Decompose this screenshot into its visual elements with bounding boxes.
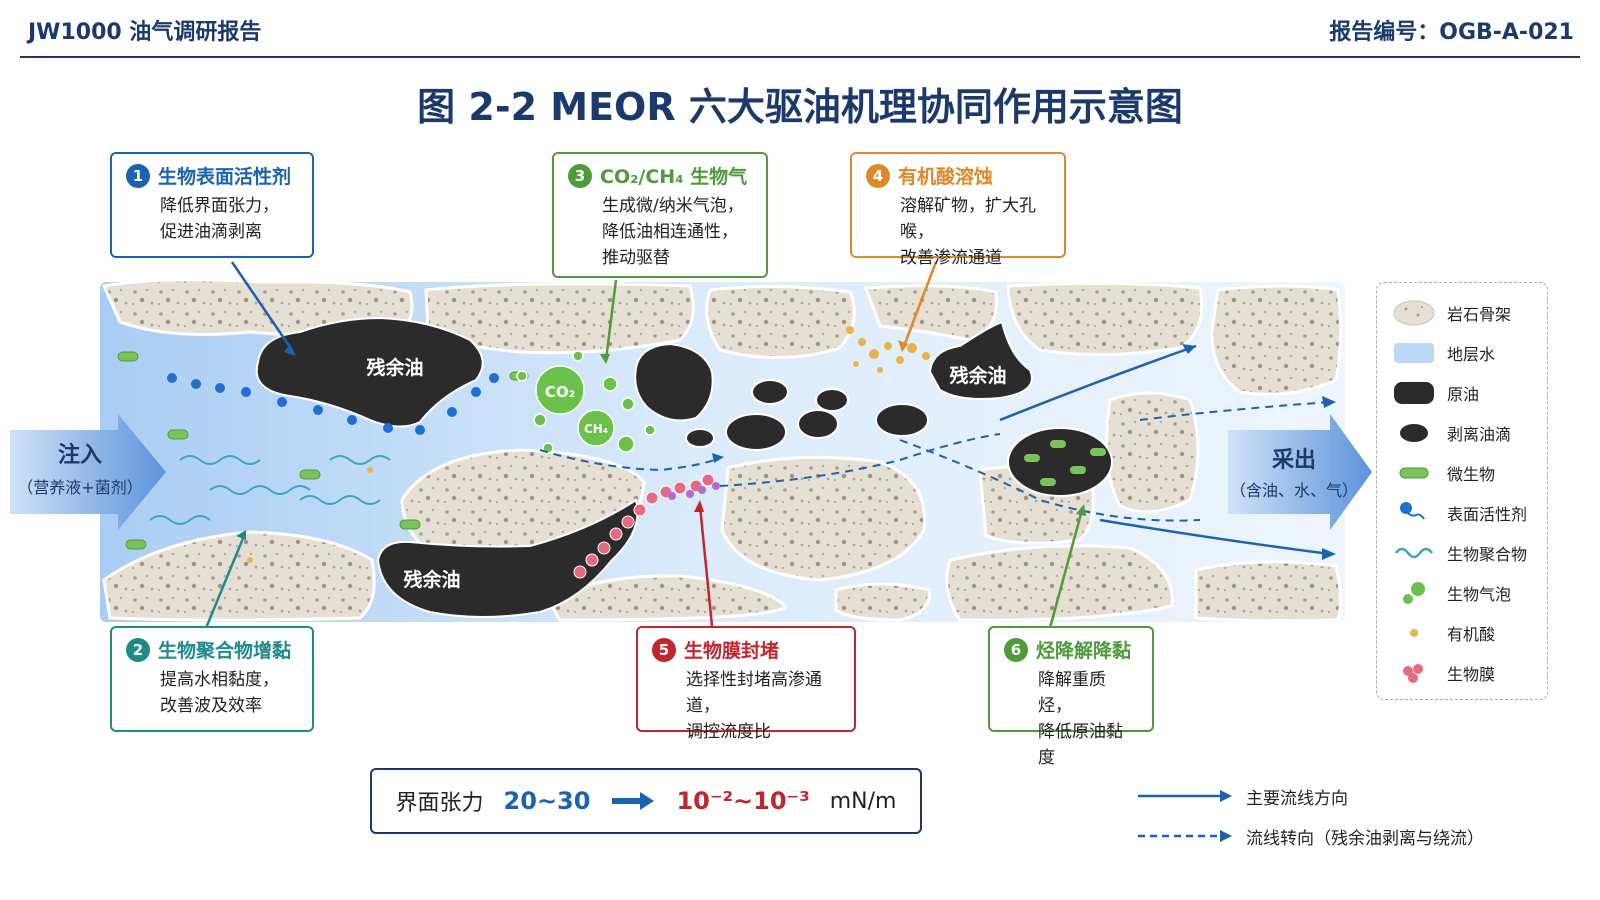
ch4-bubble-label: CH₄ <box>584 422 608 436</box>
mechanism-card-3-biogas: 3 CO₂/CH₄ 生物气 生成微/纳米气泡，降低油相连通性，推动驱替 <box>552 152 768 278</box>
solid-arrow-icon <box>1138 790 1232 802</box>
porous-media-diagram: 残余油 残余油 残余油 <box>10 261 1372 629</box>
mechanism-number-badge: 5 <box>652 637 676 662</box>
ift-unit: mN/m <box>829 788 897 814</box>
arrow-right-icon <box>612 792 655 810</box>
dashed-arrow-icon <box>1138 830 1232 842</box>
legend-item-crude-oil: 原油 <box>1391 375 1479 411</box>
legend-item-microbe: 微生物 <box>1391 455 1495 491</box>
production-label: 采出 <box>1272 448 1316 473</box>
mechanism-title: 有机酸溶蚀 <box>898 166 994 188</box>
ift-label: 界面张力 <box>395 791 484 816</box>
injection-arrow <box>10 414 166 530</box>
symbol-legend: 岩石骨架 地层水 原油 剥离油滴 微生物 表面活性剂 生物聚合物 生物气泡 有机… <box>1376 282 1548 700</box>
mechanism-number-badge: 2 <box>126 637 150 662</box>
degraded-oil-cluster <box>1007 427 1113 497</box>
legend-item-oil-droplet: 剥离油滴 <box>1391 415 1511 451</box>
flow-legend-diverted: 流线转向（残余油剥离与绕流） <box>1136 816 1484 856</box>
mechanism-description: 生成微/纳米气泡，降低油相连通性，推动驱替 <box>602 196 744 268</box>
mechanism-number-badge: 1 <box>126 163 150 188</box>
gas-bubble-icon <box>1403 582 1425 604</box>
biopolymer-icon <box>1395 547 1433 559</box>
figure-title: 图 2-2 MEOR 六大驱油机理协同作用示意图 <box>417 85 1183 129</box>
mechanism-description: 降低界面张力，促进油滴剥离 <box>160 196 279 242</box>
biosurfactant-molecules <box>167 373 499 435</box>
microbes <box>117 351 529 550</box>
residual-oil-blobs <box>255 316 1033 618</box>
legend-item-surfactant: 表面活性剂 <box>1391 495 1527 531</box>
interfacial-tension-box: 界面张力 20~30 10⁻²~10⁻³ mN/m <box>370 768 922 834</box>
crude-oil-icon <box>1394 382 1434 404</box>
legend-item-biopolymer: 生物聚合物 <box>1391 535 1527 571</box>
microbe-icon <box>1399 467 1429 479</box>
ift-initial-value: 20~30 <box>503 787 591 815</box>
report-number: 报告编号：OGB-A-021 <box>1329 20 1574 45</box>
flow-arrowheads <box>712 344 1336 560</box>
biopolymer-strands <box>149 455 391 525</box>
callout-pointers <box>204 261 1084 629</box>
diverted-flow-lines <box>539 401 1331 522</box>
legend-item-biofilm: 生物膜 <box>1391 655 1495 691</box>
mechanism-card-1-biosurfactant: 1 生物表面活性剂 降低界面张力，促进油滴剥离 <box>110 152 314 258</box>
mechanism-card-5-biofilm: 5 生物膜封堵 选择性封堵高渗通道，调控流度比 <box>636 626 856 742</box>
mechanism-title: 烃降解降黏 <box>1036 640 1132 662</box>
organic-acid-icon <box>1410 629 1418 637</box>
callout-pointer-heads <box>236 340 1086 540</box>
mechanism-title: 生物聚合物增黏 <box>158 640 292 662</box>
mechanism-description: 选择性封堵高渗通道，调控流度比 <box>686 670 822 742</box>
legend-item-water: 地层水 <box>1391 335 1495 371</box>
legend-item-organic-acid: 有机酸 <box>1391 615 1495 651</box>
flow-line-legend: 主要流线方向 流线转向（残余油剥离与绕流） <box>1136 776 1484 856</box>
biogas-bubbles <box>516 350 656 454</box>
injection-sublabel: （营养液+菌剂） <box>17 478 142 497</box>
mechanism-title: 生物膜封堵 <box>684 640 780 662</box>
mechanism-card-6-hydrocarbon-degradation: 6 烃降解降黏 降解重质烃，降低原油黏度 <box>988 626 1154 768</box>
mechanism-description: 降解重质烃，降低原油黏度 <box>1038 670 1123 768</box>
mechanism-number-badge: 6 <box>1004 637 1028 662</box>
report-header: JW1000 油气调研报告 报告编号：OGB-A-021 <box>20 0 1580 58</box>
injection-label: 注入 <box>58 442 102 468</box>
production-sublabel: （含油、水、气） <box>1230 481 1358 500</box>
main-flow-lines <box>999 344 1331 556</box>
mechanism-description: 溶解矿物，扩大孔喉，改善渗流通道 <box>900 196 1036 268</box>
mechanism-title: CO₂/CH₄ 生物气 <box>600 166 748 188</box>
formation-water-icon <box>1394 343 1434 363</box>
mechanism-card-4-organic-acid: 4 有机酸溶蚀 溶解矿物，扩大孔喉，改善渗流通道 <box>850 152 1066 268</box>
legend-item-biogas: 生物气泡 <box>1391 575 1511 611</box>
mechanism-title: 生物表面活性剂 <box>158 166 292 188</box>
degrading-microbes <box>1024 440 1106 486</box>
mechanism-card-2-biopolymer: 2 生物聚合物增黏 提高水相黏度，改善波及效率 <box>110 626 314 732</box>
oil-droplet-icon <box>1400 424 1428 442</box>
residual-oil-label-bottom: 残余油 <box>403 568 460 591</box>
mechanism-description: 提高水相黏度，改善波及效率 <box>160 670 279 716</box>
rock-grain-icon <box>1393 300 1435 326</box>
mechanism-number-badge: 4 <box>866 163 890 188</box>
legend-item-rock: 岩石骨架 <box>1391 295 1511 331</box>
mechanism-number-badge: 3 <box>568 163 592 188</box>
stripped-oil-droplets <box>685 379 929 451</box>
biofilm-purple <box>668 482 720 500</box>
report-series-title: JW1000 油气调研报告 <box>28 20 262 45</box>
ift-reduced-value: 10⁻²~10⁻³ <box>676 787 810 815</box>
co2-bubble-label: CO₂ <box>545 383 575 401</box>
residual-oil-label-top: 残余油 <box>366 356 423 379</box>
surfactant-icon <box>1400 502 1425 520</box>
production-arrow <box>1228 414 1372 530</box>
flow-legend-main: 主要流线方向 <box>1136 776 1484 816</box>
residual-oil-label-right: 残余油 <box>949 364 1006 387</box>
biofilm-icon <box>1403 664 1423 683</box>
